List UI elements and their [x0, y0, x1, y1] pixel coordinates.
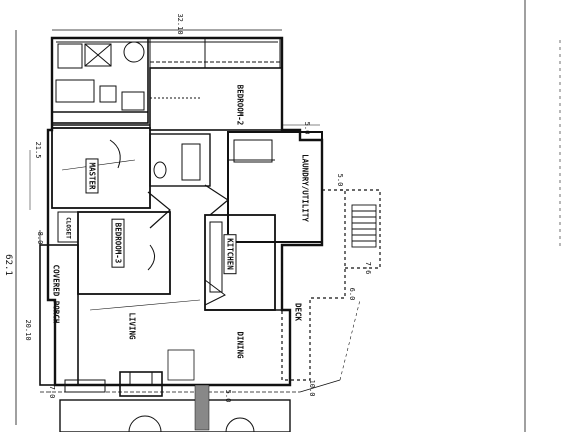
room-label-master: MASTER	[85, 158, 99, 194]
bath-block	[51, 37, 149, 124]
dim-bottom-c: 5.0	[224, 389, 232, 403]
kitchen-walls	[204, 214, 276, 311]
room-label-living: LIVING	[127, 312, 137, 340]
dim-left-master: 21.5	[34, 141, 42, 159]
room-label-porch: COVERED PORCH	[51, 264, 61, 324]
dim-right-c: 6.0	[348, 287, 356, 301]
dim-left-mid: 8.0	[36, 231, 44, 245]
deck-stairs	[351, 204, 377, 248]
room-label-bedroom3: BEDROOM-3	[111, 218, 125, 268]
room-label-bedroom2: BEDROOM-2	[235, 84, 245, 126]
dim-top-right: 5.0	[303, 121, 311, 135]
dim-bottom-b: 7.0	[48, 385, 56, 399]
hall-bath	[149, 133, 211, 187]
deck-outline	[281, 189, 346, 381]
bedroom2-walls	[149, 67, 283, 131]
lower-rooms	[59, 399, 291, 432]
closet-small	[57, 211, 79, 243]
room-label-kitchen: KITCHEN	[223, 234, 237, 274]
sink-fixture	[121, 91, 145, 111]
dim-left-porch: 20.10	[24, 319, 32, 341]
bath-fixture	[57, 43, 83, 69]
toilet-fixture	[99, 85, 117, 103]
porch-walls	[39, 244, 79, 386]
room-label-deck: DECK	[293, 302, 303, 322]
room-label-closet: CLOSET	[64, 217, 72, 239]
dim-top: 32.10	[176, 13, 184, 35]
room-label-laundry: LAUNDRY/UTILITY	[300, 154, 310, 222]
fireplace	[119, 371, 163, 397]
room-label-dining: DINING	[235, 331, 245, 359]
lav-fixture	[123, 41, 145, 63]
bath-fixture	[84, 43, 112, 67]
dim-right-a: 5.0	[336, 173, 344, 187]
master-walls	[51, 127, 151, 209]
dim-left-outer: 62.1	[3, 254, 13, 276]
dim-right-b: 7.6	[364, 261, 372, 275]
tub-fixture	[55, 79, 95, 103]
dim-bottom-a: 10.0	[308, 379, 316, 397]
